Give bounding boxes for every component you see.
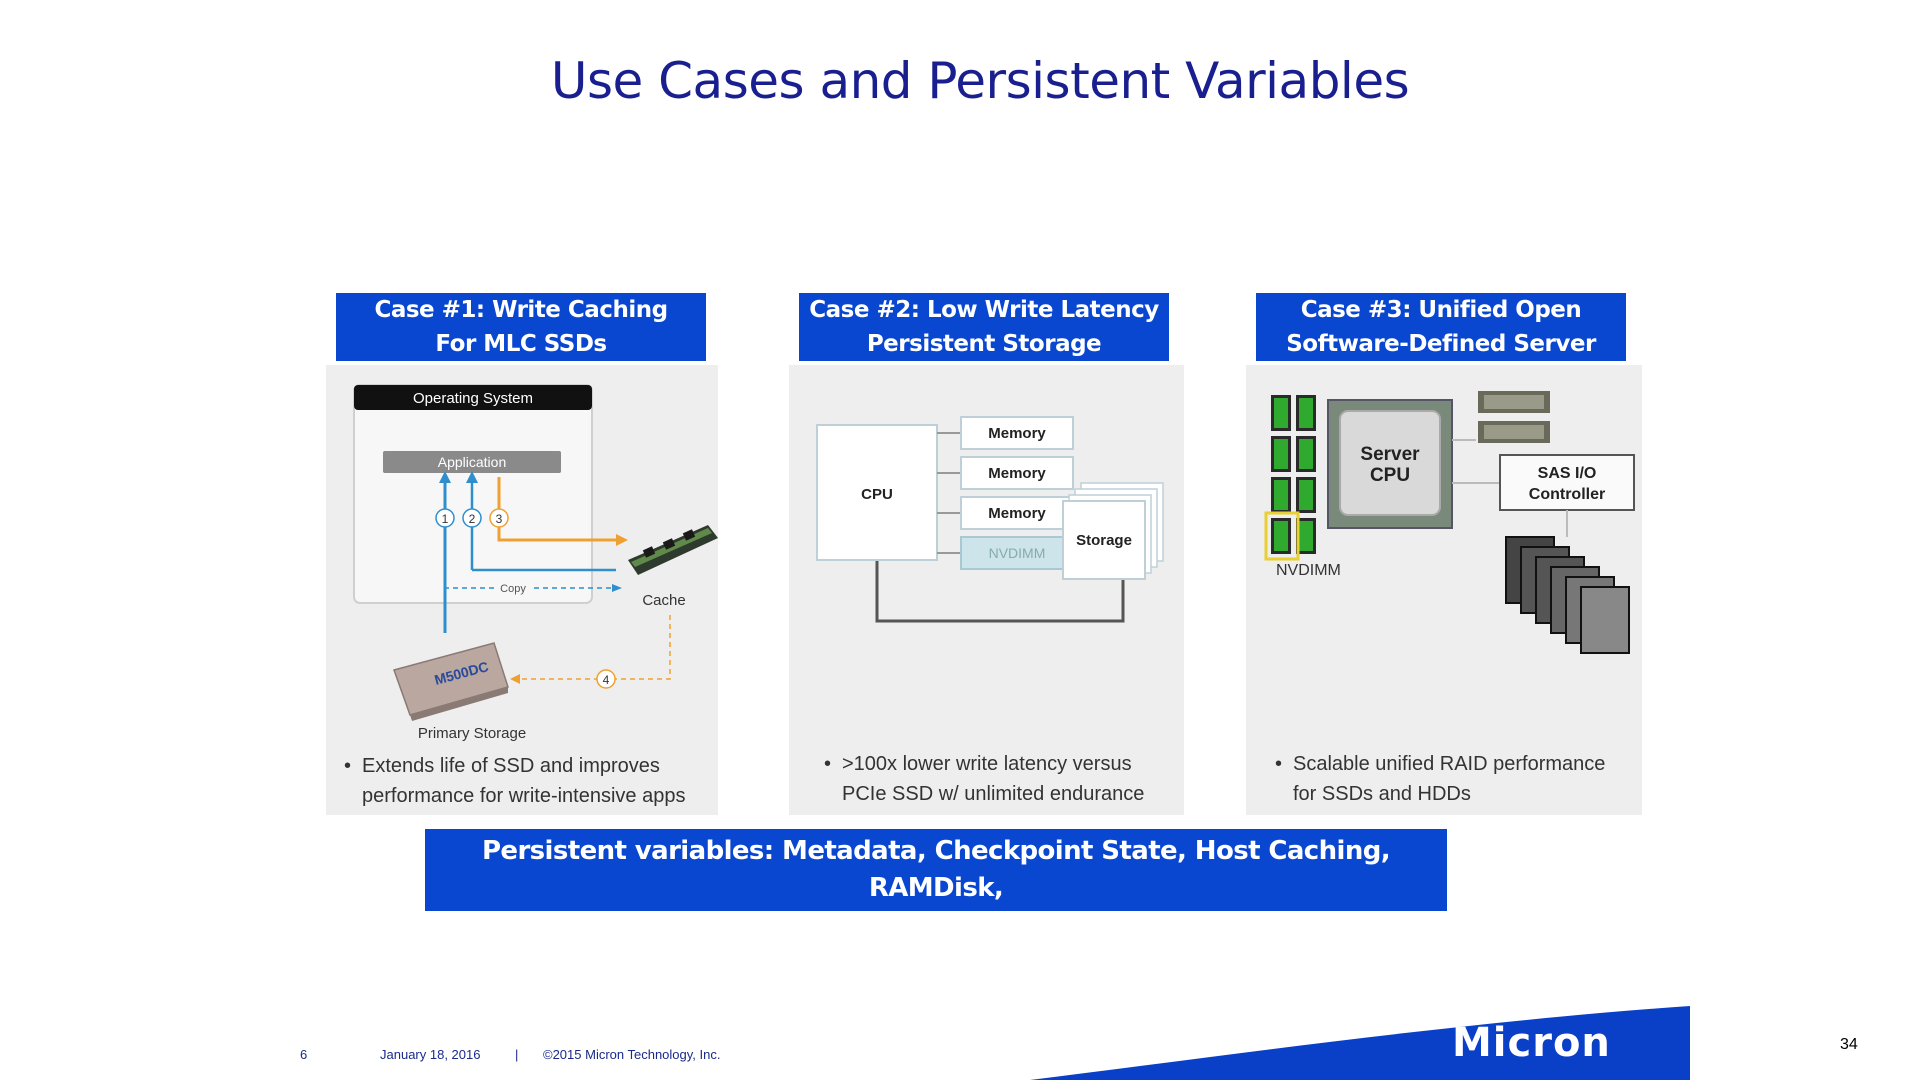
persistent-line2: RAID Compute, Write Buffer, SSD Mapping,…	[491, 910, 1381, 940]
application-label: Application	[438, 454, 507, 470]
storage-label: Storage	[1076, 532, 1132, 549]
case-2-header: Case #2: Low Write Latency Persistent St…	[799, 293, 1169, 361]
case-1-panel: Operating System Application Copy 1 2 3 …	[326, 365, 718, 815]
footer-separator: |	[515, 1047, 519, 1062]
case-2-bullet-line2: PCIe SSD w/ unlimited endurance	[842, 783, 1145, 805]
copy-label: Copy	[500, 583, 526, 595]
micron-logo: Micron	[1452, 1020, 1611, 1066]
case-1-bullet: • Extends life of SSD and improves perfo…	[344, 751, 686, 811]
hdd-array-icon	[1505, 536, 1630, 654]
case-1-bullet-line2: performance for write-intensive apps	[362, 785, 686, 807]
case-2-header-line1: Case #2: Low Write Latency	[809, 297, 1159, 323]
case-2-bullet-line1: >100x lower write latency versus	[842, 753, 1132, 775]
nvdimm-label-3: NVDIMM	[1276, 562, 1341, 579]
server-raid-diagram: NVDIMM Server CPU SAS I/O Controller	[1264, 391, 1635, 654]
case-2-panel: CPU Memory Memory Memory NVDIMM Storage …	[789, 365, 1184, 815]
footer-swoosh	[1030, 1006, 1690, 1080]
case-2-bullet: • >100x lower write latency versus PCIe …	[824, 749, 1145, 809]
case-1-bullet-line1: Extends life of SSD and improves	[362, 755, 660, 777]
cache-module-icon	[628, 525, 718, 575]
slide-title: Use Cases and Persistent Variables	[550, 52, 1410, 110]
server-cpu-line1: Server	[1360, 444, 1420, 465]
persistent-variables-banner: Persistent variables: Metadata, Checkpoi…	[425, 829, 1447, 940]
case-3-header: Case #3: Unified Open Software-Defined S…	[1256, 293, 1626, 391]
case-3-bullet-line2: for SSDs and HDDs	[1293, 783, 1471, 805]
server-cpu-line2: CPU	[1370, 465, 1410, 486]
primary-storage-label: Primary Storage	[418, 725, 526, 742]
case-3-bullet-line1: Scalable unified RAID performance	[1293, 753, 1606, 775]
case-1-header-line2: For MLC SSDs	[435, 331, 607, 357]
footer-date: January 18, 2016	[380, 1047, 481, 1062]
case-1-header: Case #1: Write Caching For MLC SSDs	[336, 293, 706, 361]
case-3-panel: NVDIMM Server CPU SAS I/O Controller • S…	[1246, 365, 1642, 815]
server-cpu-icon: Server CPU	[1327, 399, 1453, 529]
step-1: 1	[442, 512, 449, 526]
memory-1-label: Memory	[988, 425, 1046, 442]
footer-page-number: 6	[300, 1047, 308, 1062]
ssd-drive-icon: M500DC	[393, 642, 509, 721]
sas-controller-line2: Controller	[1529, 486, 1605, 503]
step-2: 2	[469, 512, 476, 526]
memory-3-label: Memory	[988, 505, 1046, 522]
memory-2-label: Memory	[988, 465, 1046, 482]
cpu-label: CPU	[861, 486, 893, 503]
cache-label: Cache	[642, 592, 685, 609]
case-2-header-line2: Persistent Storage	[866, 331, 1102, 357]
persistent-line1: Persistent variables: Metadata, Checkpoi…	[481, 836, 1391, 903]
step-3: 3	[496, 512, 503, 526]
sas-controller-line1: SAS I/O	[1538, 465, 1597, 482]
step-4: 4	[603, 673, 610, 687]
nvdimm-label: NVDIMM	[989, 545, 1046, 561]
micron-logo-text: Micron	[1452, 1020, 1611, 1066]
case-3-bullet: • Scalable unified RAID performance for …	[1275, 749, 1606, 809]
dimm-modules-icon	[1264, 395, 1316, 561]
footer-copyright: ©2015 Micron Technology, Inc.	[543, 1047, 721, 1062]
case-3-header-line1: Case #3: Unified Open	[1300, 297, 1582, 323]
case-1-header-line1: Case #1: Write Caching	[374, 297, 668, 323]
slide-number: 34	[1840, 1036, 1858, 1053]
os-label: Operating System	[413, 390, 533, 407]
write-caching-diagram: Operating System Application Copy 1 2 3 …	[353, 384, 718, 742]
low-latency-diagram: CPU Memory Memory Memory NVDIMM Storage	[816, 416, 1164, 623]
ssd-cards-icon	[1478, 391, 1550, 443]
